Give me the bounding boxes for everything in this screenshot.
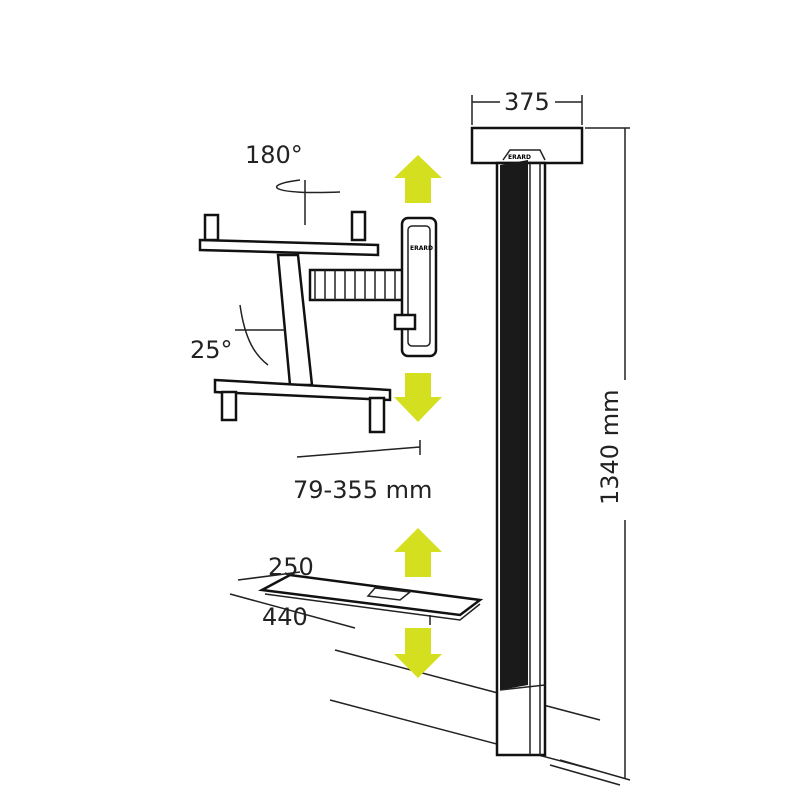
shelf-depth-label: 250 (268, 553, 314, 581)
rotation-label: 180° (245, 141, 303, 169)
glass-shelf (229, 571, 484, 629)
bracket-logo: ERARD (410, 245, 433, 252)
arrow-down-icon (394, 628, 442, 678)
floor-lines (329, 649, 621, 786)
rotation-indicator (276, 179, 341, 225)
arrow-down-icon (394, 373, 442, 422)
top-width-dimension (471, 95, 583, 125)
tilt-label: 25° (190, 336, 233, 364)
tv-bracket (198, 210, 438, 434)
arrow-up-icon (394, 528, 442, 577)
column-logo: ERARD (508, 154, 531, 161)
extension-dimension (296, 440, 421, 458)
column (470, 126, 584, 757)
height-label: 1340 mm (596, 390, 624, 505)
shelf-width-label: 440 (262, 603, 308, 631)
tilt-indicator (235, 304, 285, 366)
arrow-up-icon (394, 155, 442, 203)
top-width-label: 375 (504, 88, 550, 116)
height-dimension (559, 127, 631, 781)
extension-label: 79-355 mm (293, 476, 432, 504)
